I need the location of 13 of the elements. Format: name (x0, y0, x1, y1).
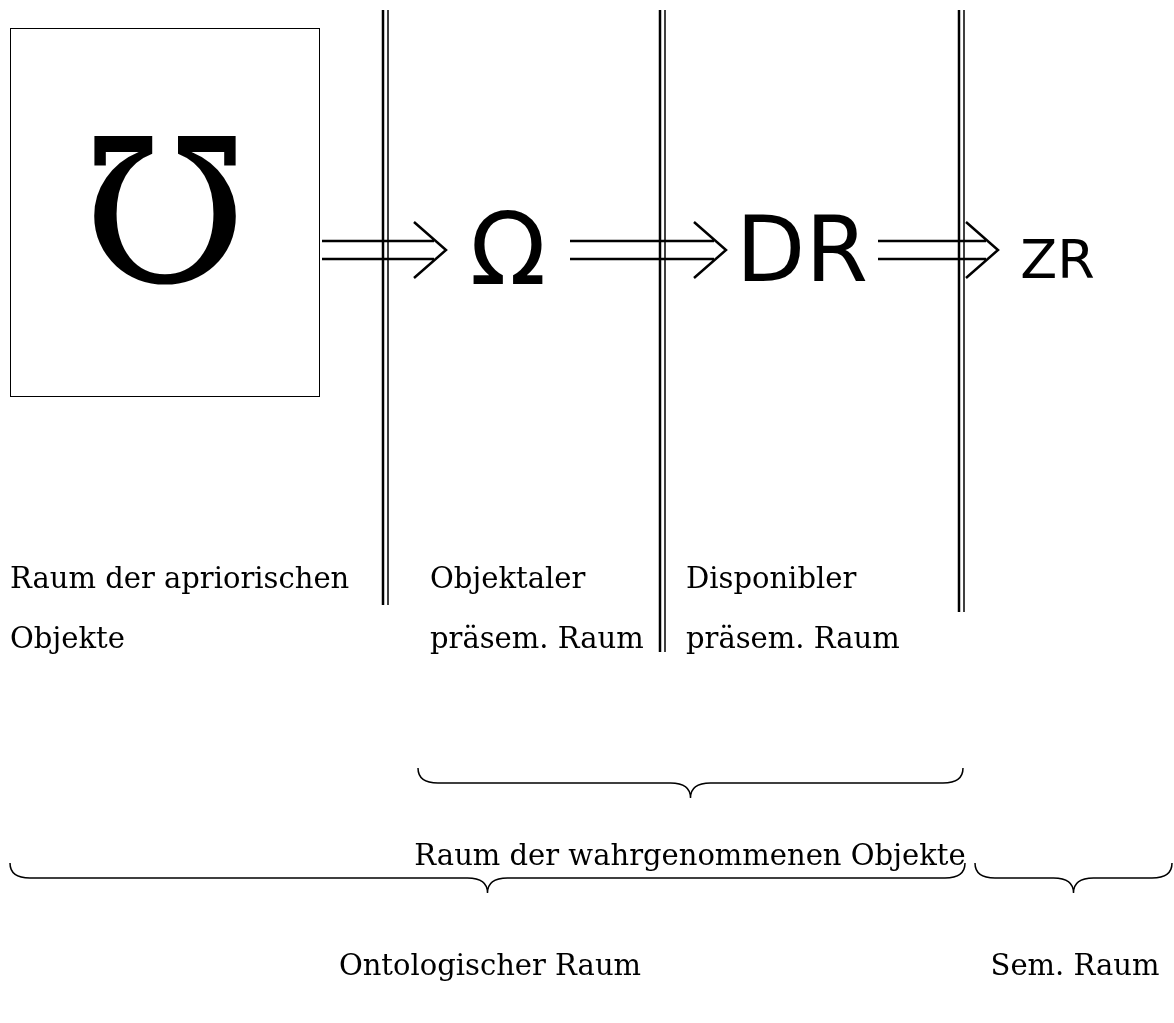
region-label: Raum der apriorischen Objekte (10, 560, 351, 657)
double-arrow (320, 220, 448, 280)
region-label: Raum der wahrgenommenen Objekte (413, 837, 967, 874)
omega-symbol: Ω (448, 195, 568, 305)
symbol-box: ℧ (10, 28, 320, 397)
region-label: Ontologischer Raum (337, 947, 643, 984)
region-label: Sem. Raum (989, 947, 1161, 984)
node-label: DR (728, 195, 876, 305)
region-label: Objektaler präsem. Raum (430, 560, 645, 657)
double-arrow (568, 220, 728, 280)
node-label: ZR (1000, 225, 1115, 295)
region-label: Disponibler präsem. Raum (686, 560, 901, 657)
double-arrow (876, 220, 1000, 280)
